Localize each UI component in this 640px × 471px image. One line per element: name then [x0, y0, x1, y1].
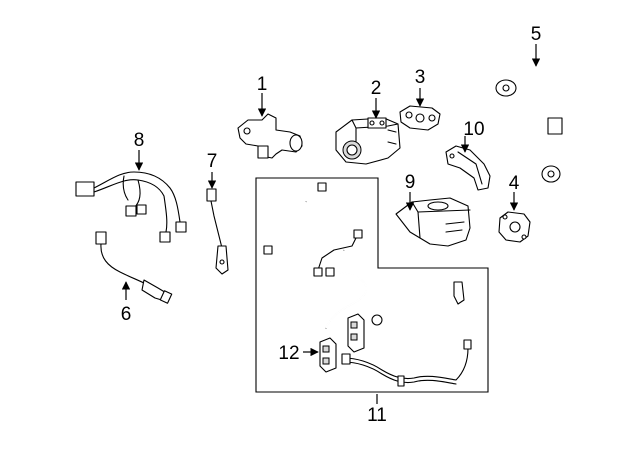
part-7-oxygen-sensor: [206, 188, 229, 275]
callout-12: 12: [278, 343, 299, 364]
callout-10: 10: [463, 119, 484, 140]
callout-11: 11: [367, 405, 387, 426]
part-2-control-valve: [335, 117, 401, 165]
part-10-bracket: [445, 145, 491, 191]
callout-7: 7: [207, 151, 218, 172]
part-3-gasket: [399, 105, 441, 131]
part-8-wire-harness: [75, 171, 187, 243]
part-11-group-box: [255, 177, 489, 393]
callout-6: 6: [121, 304, 132, 325]
callout-4: 4: [509, 173, 520, 194]
part-1-solenoid-valve: [237, 113, 303, 159]
callout-3: 3: [415, 67, 426, 88]
part-4-gasket: [498, 211, 531, 243]
callout-9: 9: [405, 172, 416, 193]
callout-8: 8: [134, 130, 145, 151]
callout-5: 5: [531, 24, 542, 45]
part-11-tubes-and-hoses: [263, 182, 472, 387]
part-9-module: [395, 197, 471, 247]
callout-1: 1: [257, 74, 268, 95]
callout-2: 2: [371, 78, 382, 99]
part-12-clamps: [319, 313, 365, 373]
part-5-tube: [495, 68, 563, 183]
part-6-oxygen-sensor: [95, 231, 173, 304]
